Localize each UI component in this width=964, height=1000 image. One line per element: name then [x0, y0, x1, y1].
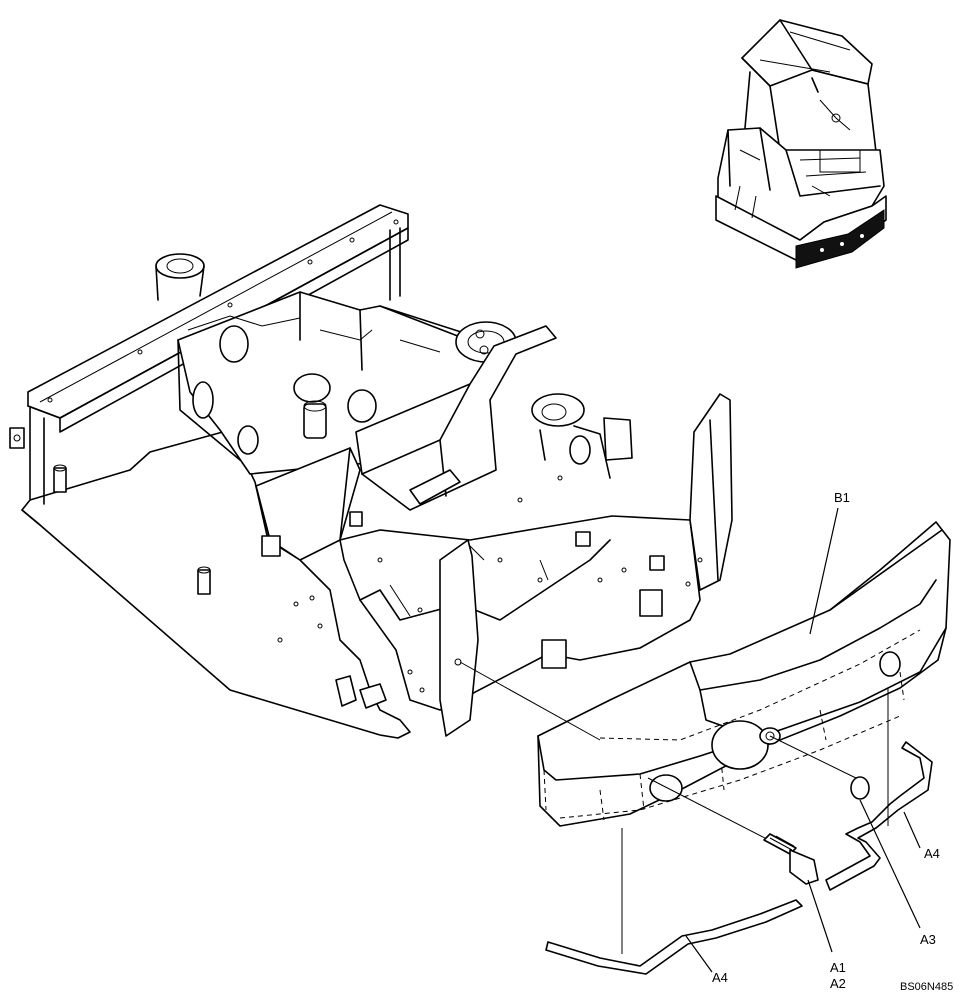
machine-inset-illustration: [715, 19, 887, 269]
rod-a4-bottom: [545, 899, 803, 975]
callout-a1: A1: [830, 960, 846, 975]
callout-a3: A3: [920, 932, 936, 947]
leader-lines: [685, 507, 921, 973]
callout-a4-bottom: A4: [712, 970, 728, 985]
washer-a3: [850, 776, 870, 800]
drawing-reference-code: BS06N485: [900, 981, 953, 993]
rod-a4-right: [825, 741, 933, 891]
callout-a4-right: A4: [924, 846, 940, 861]
upper-frame-weldment: [9, 204, 733, 739]
callout-b1: B1: [834, 490, 850, 505]
callout-a2: A2: [830, 976, 846, 991]
bolt-a1-a2: [763, 833, 819, 885]
counterweight-b1: [537, 521, 951, 827]
